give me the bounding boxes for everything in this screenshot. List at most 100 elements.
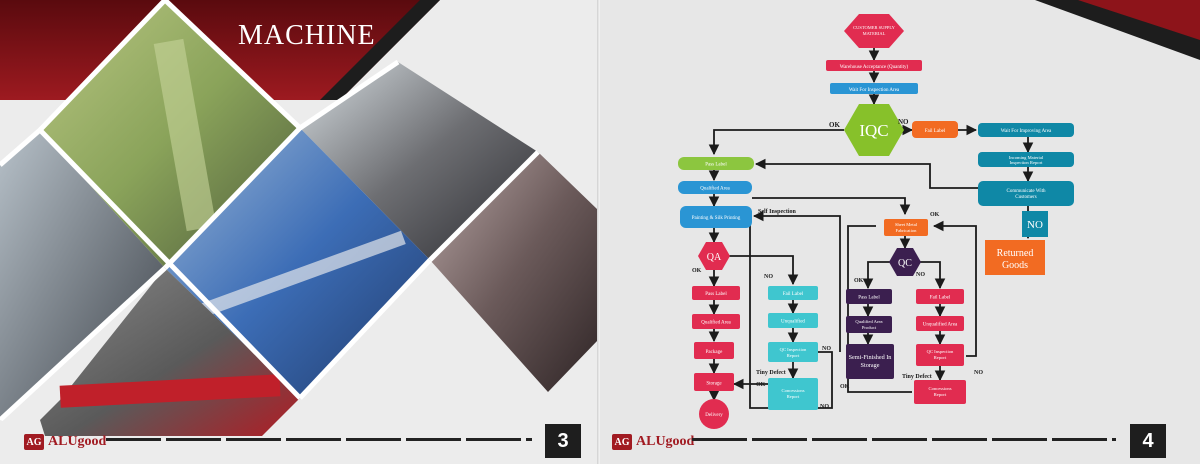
painting-label: Painting & Silk Printing	[692, 216, 741, 221]
qualified-area-label: Qualified Area	[700, 187, 730, 192]
qa-concessions-node	[768, 378, 818, 410]
qa-pass-label: Pass Label	[705, 292, 727, 297]
sheet-metal-line-1: Sheet Metal	[895, 222, 918, 227]
qc-fail-label-node	[916, 289, 964, 304]
page-number: 4	[1130, 424, 1166, 458]
qc-report-no-label: NO	[974, 370, 983, 376]
qc-concessions-node	[914, 380, 966, 404]
qc-concessions-ok-label: OK	[840, 384, 850, 390]
press-brake-photo-dark	[430, 152, 598, 392]
logo-mark: AG	[612, 434, 632, 450]
qa-label: QA	[707, 252, 722, 263]
incoming-report-node	[978, 152, 1074, 167]
pass-label-node	[678, 157, 754, 170]
incoming-report-line-2: Inspection Report	[1010, 160, 1044, 165]
iqc-no-label: NO	[898, 118, 909, 126]
qc-no-label: NO	[916, 272, 925, 278]
qa-concessions-ok-label: OK	[756, 382, 766, 388]
qa-qualified-node	[692, 314, 740, 329]
qc-fail-label: Fail Label	[930, 296, 951, 301]
logo-word: ALUgood	[636, 434, 695, 449]
qc-qualified-product-line-1: Qualified Area	[855, 319, 882, 324]
logo-mark: AG	[24, 434, 44, 450]
package-node	[694, 342, 734, 359]
iqc-fail-label-node	[912, 121, 958, 138]
wait-inspection-node	[830, 83, 918, 94]
qc-ok-label: OK	[854, 278, 864, 284]
qc-unqualified-area-label: Unqualified Area	[923, 323, 958, 328]
customer-supply-line-2: MATERIAL	[863, 31, 886, 36]
qc-concessions-line-2: Report	[934, 392, 947, 397]
left-page: MACHINE AG ALUgood 3	[0, 0, 598, 464]
qa-fail-label-node	[768, 286, 818, 300]
self-inspection-label: Self Inspection	[758, 209, 797, 215]
banner-stripe	[320, 0, 440, 100]
book-spine	[597, 0, 602, 464]
delivery-label: Delivery	[705, 413, 723, 418]
no-box-label: NO	[1027, 219, 1043, 231]
iqc-fail-label: Fail Label	[925, 129, 946, 134]
customer-supply-line-1: CUSTOMER SUPPLY	[853, 25, 896, 30]
qa-report-line-2: Report	[787, 353, 800, 358]
page-title: MACHINE	[238, 20, 376, 51]
wait-improving-label: Wait For Improving Area	[1001, 129, 1052, 134]
corner-banner	[1078, 0, 1200, 40]
qc-concessions-line-1: Concessions	[929, 386, 952, 391]
qa-ok-label: OK	[692, 268, 702, 274]
sheet-metal-ok-label: OK	[930, 212, 940, 218]
qc-unqualified-area-node	[916, 316, 964, 331]
semi-finished-line-1: Semi-Finished In	[849, 354, 892, 361]
painting-node	[680, 206, 752, 228]
qc-tiny-defect-label: Tiny Defect	[902, 374, 932, 380]
qc-report-node	[916, 344, 964, 366]
qa-concessions-line-2: Report	[787, 394, 800, 399]
package-label: Package	[706, 350, 723, 355]
iqc-node	[844, 104, 904, 156]
qc-label: QC	[898, 258, 912, 269]
qa-report-node	[768, 342, 818, 362]
qc-pass-label-node	[846, 289, 892, 304]
workshop-photo-left	[0, 130, 165, 420]
qc-report-line-1: QC Inspection	[927, 349, 954, 354]
qa-qualified-label: Qualified Area	[701, 321, 731, 326]
qa-unqualified-node	[768, 313, 818, 328]
qc-qualified-product-node	[846, 316, 892, 333]
warehouse-node	[826, 60, 922, 71]
storage-label: Storage	[706, 382, 722, 387]
wait-inspection-label: Wait For Inspection Area	[849, 88, 900, 93]
qa-concessions-no-label: NO	[820, 404, 829, 410]
qc-pass-label: Pass Label	[858, 296, 880, 301]
incoming-report-line-1: Incoming Material	[1009, 155, 1044, 160]
delivery-node	[699, 399, 729, 429]
logo-word: ALUgood	[48, 434, 107, 449]
quality-flowchart: CUSTOMER SUPPLY MATERIAL Warehouse Accep…	[678, 0, 1200, 429]
wait-improving-node	[978, 123, 1074, 137]
semi-finished-node	[846, 344, 894, 379]
sheet-metal-node	[884, 219, 928, 236]
qa-report-no-label: NO	[822, 346, 831, 352]
semi-finished-line-2: Storage	[861, 362, 880, 369]
communicate-node	[978, 181, 1074, 206]
qa-concessions-line-1: Concessions	[782, 388, 805, 393]
communicate-line-1: Communicate With	[1006, 189, 1046, 194]
brand-logo: AG ALUgood	[612, 434, 694, 450]
communicate-line-2: Customers	[1015, 195, 1036, 200]
sheet-metal-line-2: Fabrication	[896, 228, 918, 233]
qa-node	[698, 242, 730, 270]
brand-logo: AG ALUgood	[24, 434, 106, 450]
qa-pass-label-node	[692, 286, 740, 300]
qc-report-line-2: Report	[934, 355, 947, 360]
pass-label: Pass Label	[705, 163, 727, 168]
qc-node	[889, 248, 921, 276]
right-page: CUSTOMER SUPPLY MATERIAL Warehouse Accep…	[600, 0, 1200, 464]
warehouse-label: Warehouse Acceptance (Quantity)	[840, 65, 909, 70]
qa-tiny-defect-label: Tiny Defect	[756, 370, 786, 376]
returned-goods-line-1: Returned	[997, 248, 1034, 259]
returned-goods-line-2: Goods	[1002, 260, 1028, 271]
footer-rule	[692, 438, 1116, 441]
qa-unqualified-label: Unqualified	[781, 320, 805, 325]
page-number: 3	[545, 424, 581, 458]
qualified-area-node	[678, 181, 752, 194]
machine-collage	[0, 0, 598, 464]
iqc-label: IQC	[859, 121, 888, 140]
